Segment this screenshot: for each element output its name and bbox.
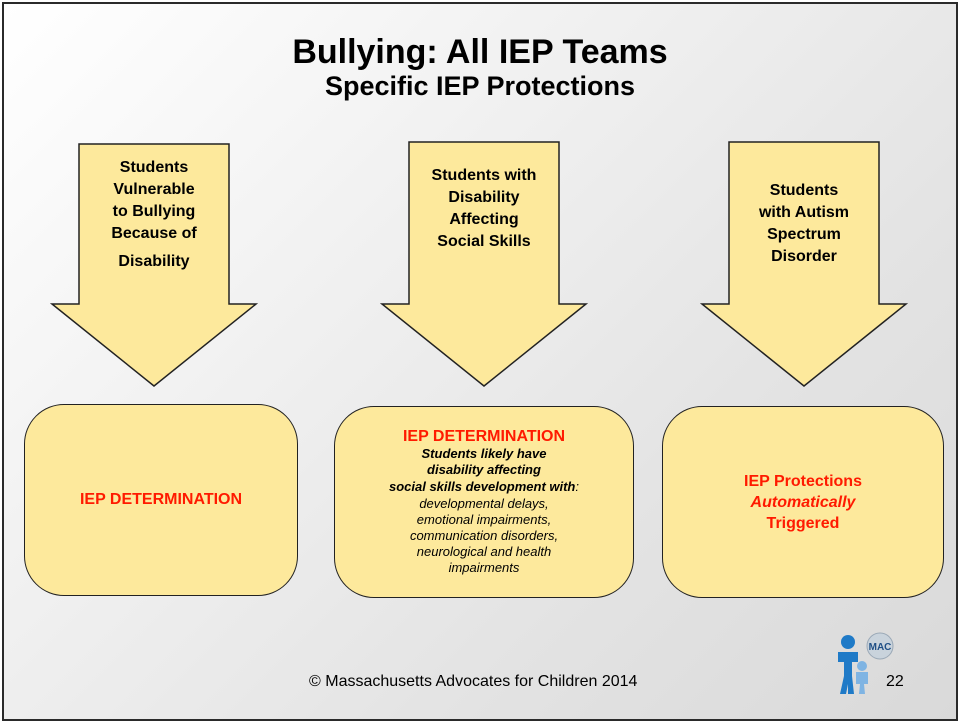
arrow-right-line-4: Disorder xyxy=(771,248,837,265)
box-left-text: IEP DETERMINATION xyxy=(79,491,243,508)
arrow-right-line-3: Spectrum xyxy=(767,226,841,243)
box-middle-item-4: neurological and health xyxy=(416,544,552,559)
box-middle-item-2: emotional impairments, xyxy=(416,512,552,527)
page-number: 22 xyxy=(886,673,904,690)
box-middle: IEP DETERMINATION Students likely have d… xyxy=(334,406,634,598)
slide-subtitle: Specific IEP Protections xyxy=(324,71,636,101)
arrow-middle-line-4: Social Skills xyxy=(437,233,531,250)
arrow-middle-label: Students with Disability Affecting Socia… xyxy=(409,159,559,259)
arrow-left-line-1: Students xyxy=(119,159,189,176)
arrow-left-line-2: Vulnerable xyxy=(113,181,195,198)
arrow-left-line-5: Disability xyxy=(118,253,190,270)
box-middle-bold-line-3-wrap: social skills development with: xyxy=(389,478,579,496)
logo-text: MAC xyxy=(869,642,892,653)
arrow-middle-line-3: Affecting xyxy=(449,211,519,228)
box-middle-item-5: impairments xyxy=(448,560,520,575)
slide-title: Bullying: All IEP Teams xyxy=(292,33,668,71)
box-right-line-3: Triggered xyxy=(766,514,840,532)
box-middle-bold-line-2: disability affecting xyxy=(427,462,541,477)
box-middle-colon: : xyxy=(575,479,580,494)
arrows-layer xyxy=(49,141,909,387)
arrow-right-shape xyxy=(699,141,909,387)
arrow-right-line-1: Students xyxy=(769,182,839,199)
box-middle-bold-line-3: social skills development with xyxy=(388,479,576,494)
box-right-line-2: Automatically xyxy=(750,493,856,511)
mac-logo-icon: MAC xyxy=(838,632,894,694)
arrow-right-line-2: with Autism xyxy=(758,204,850,221)
box-middle-bold-line-1: Students likely have xyxy=(421,446,547,461)
box-left: IEP DETERMINATION xyxy=(24,404,298,596)
arrow-left-label: Students Vulnerable to Bullying Because … xyxy=(79,150,229,280)
arrow-right-label: Students with Autism Spectrum Disorder xyxy=(729,174,879,274)
box-middle-heading: IEP DETERMINATION xyxy=(402,428,566,445)
box-middle-item-1: developmental delays, xyxy=(419,496,549,511)
arrow-middle-line-1: Students with xyxy=(431,167,537,184)
arrow-left-shape xyxy=(49,143,259,387)
arrow-left-line-3: to Bullying xyxy=(112,203,196,220)
box-right-line-1: IEP Protections xyxy=(744,472,862,490)
arrow-middle-shape xyxy=(379,141,589,387)
arrow-middle-line-2: Disability xyxy=(448,189,520,206)
box-middle-item-3: communication disorders, xyxy=(409,528,559,543)
box-right: IEP Protections Automatically Triggered xyxy=(662,406,944,598)
arrow-left-line-4: Because of xyxy=(111,225,197,242)
copyright-footer: © Massachusetts Advocates for Children 2… xyxy=(309,673,638,690)
